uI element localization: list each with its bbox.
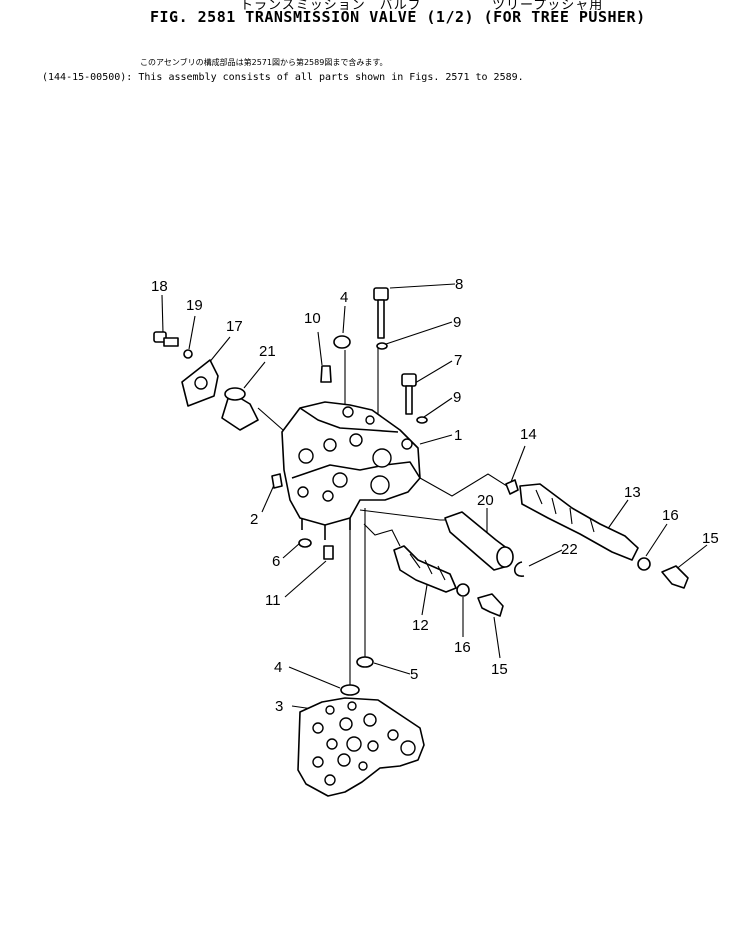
valve-plate <box>297 697 425 797</box>
callout-16-right: 16 <box>662 507 679 524</box>
callout-11: 11 <box>265 592 281 609</box>
callout-6: 6 <box>272 553 280 570</box>
japanese-note: このアセンブリの構成部品は第2571図から第2589図まで含みます。 <box>140 58 388 67</box>
bolt-18 <box>153 331 179 347</box>
screw-15-lower <box>477 593 504 617</box>
nut-16-lower <box>456 583 470 597</box>
o-ring-5 <box>356 656 374 668</box>
callout-15-right: 15 <box>702 530 719 547</box>
o-ring-4-upper <box>333 335 351 349</box>
cover-17 <box>181 359 219 407</box>
callout-22: 22 <box>561 541 578 558</box>
callout-21: 21 <box>259 343 276 360</box>
spool-13 <box>519 483 639 561</box>
callout-15-lower: 15 <box>491 661 508 678</box>
plug-2 <box>271 473 283 489</box>
callout-7: 7 <box>454 352 462 369</box>
callout-16-lower: 16 <box>454 639 471 656</box>
callout-12: 12 <box>412 617 429 634</box>
part-number: (144-15-00500) <box>42 72 127 83</box>
plug-10 <box>320 365 332 383</box>
sleeve-20 <box>444 511 514 571</box>
callout-2: 2 <box>250 511 258 528</box>
callout-14: 14 <box>520 426 537 443</box>
washer-19 <box>183 349 193 359</box>
japanese-title-left: トランスミッション バルブ <box>240 0 422 13</box>
o-ring-6 <box>298 538 312 548</box>
callout-5: 5 <box>410 666 418 683</box>
o-ring-4-lower <box>340 684 360 696</box>
callout-labels: 8 9 7 9 1 4 10 21 17 19 18 14 13 16 15 2… <box>151 276 719 715</box>
callout-9-upper: 9 <box>453 314 461 331</box>
plug-11 <box>323 545 334 560</box>
washer-9-upper <box>376 342 388 350</box>
bolt-7 <box>401 373 417 415</box>
valve-body <box>281 401 421 540</box>
callout-3: 3 <box>275 698 283 715</box>
callout-1: 1 <box>454 427 462 444</box>
plug-14 <box>505 479 519 495</box>
strainer-21 <box>221 387 259 431</box>
callout-8: 8 <box>455 276 463 293</box>
callout-10: 10 <box>304 310 321 327</box>
callout-20: 20 <box>477 492 494 509</box>
spool-12 <box>393 545 457 593</box>
callout-9-lower: 9 <box>453 389 461 406</box>
callout-13: 13 <box>624 484 641 501</box>
callout-4-upper: 4 <box>340 289 348 306</box>
bolt-8 <box>373 287 389 339</box>
callout-18: 18 <box>151 278 168 295</box>
callout-17: 17 <box>226 318 243 335</box>
screw-15-right <box>661 565 689 589</box>
callout-19: 19 <box>186 297 203 314</box>
note-text: : This assembly consists of all parts sh… <box>126 72 524 83</box>
snap-ring-22 <box>513 561 525 577</box>
washer-9-lower <box>416 416 428 424</box>
figure-title: FIG. 2581 TRANSMISSION VALVE (1/2) (FOR … <box>150 8 646 26</box>
callout-4-lower: 4 <box>274 659 282 676</box>
assembly-note: (144-15-00500): This assembly consists o… <box>42 72 524 83</box>
japanese-title-right: ツリープッシャ用 <box>492 0 604 13</box>
nut-16-right <box>637 557 651 571</box>
